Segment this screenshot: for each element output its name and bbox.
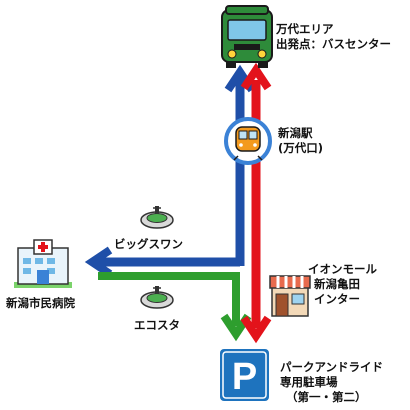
shop-icon [269,275,311,317]
aeon-mall-name: イオンモール [308,262,377,276]
bandai-area-name: 万代エリア [276,22,334,36]
aeon-mall-interchange: インター [314,292,360,306]
aeon-mall-label: イオンモール 新潟亀田 インター [308,262,377,307]
hospital-icon [14,239,72,288]
bigswan-label: ビッグスワン [114,237,183,251]
parking-name: パークアンドライド [280,360,384,374]
ecosta-label: エコスタ [134,318,180,332]
niigata-station-label: 新潟駅 (万代口) [278,126,323,156]
red-route [240,62,272,344]
park-and-ride-label: パークアンドライド 専用駐車場 （第一・第二） [280,360,383,405]
bus-icon [221,5,273,68]
parking-symbol: P [232,356,257,398]
station-name: 新潟駅 [278,126,313,140]
bandai-departure-point: 出発点：バスセンター [276,37,391,51]
stadium-icon [140,286,174,309]
stadium-icon [140,206,174,229]
aeon-mall-location: 新潟亀田 [314,277,360,291]
parking-sign-icon: P [218,347,271,403]
station-exit: (万代口) [278,141,324,155]
parking-lots: （第一・第二） [286,390,367,404]
bandai-area-label: 万代エリア 出発点：バスセンター [276,22,391,52]
train-icon [224,117,272,165]
hospital-label: 新潟市民病院 [6,296,75,310]
parking-type: 専用駐車場 [280,375,338,389]
